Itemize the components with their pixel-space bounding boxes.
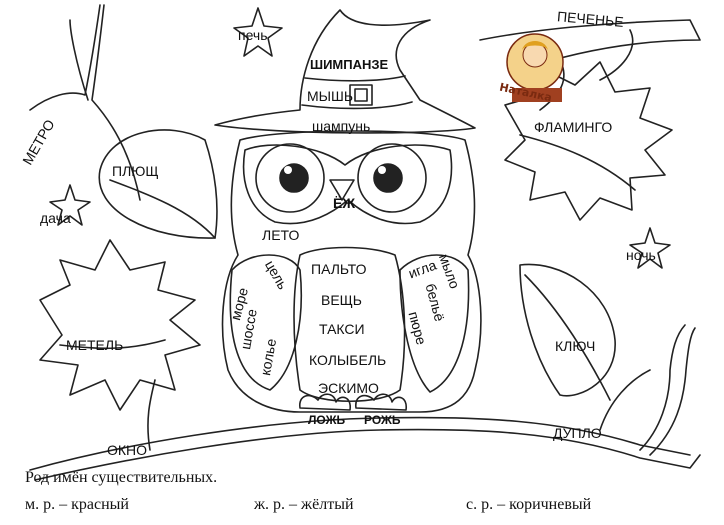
word-lozh: ЛОЖЬ: [308, 413, 346, 427]
word-eskimo: ЭСКИМО: [318, 380, 379, 396]
word-taksi: ТАКСИ: [319, 321, 365, 337]
natalka-logo: [506, 33, 564, 102]
word-klyuch: КЛЮЧ: [555, 338, 596, 354]
word-rozh: РОЖЬ: [364, 413, 401, 427]
word-palto: ПАЛЬТО: [311, 261, 367, 277]
caption-feminine: ж. р. – жёлтый: [254, 496, 354, 513]
caption-neuter: с. р. – коричневый: [466, 496, 592, 513]
word-mysh: МЫШЬ: [307, 88, 354, 104]
word-okno: ОКНО: [107, 442, 148, 458]
word-flamingo: ФЛАМИНГО: [534, 119, 613, 135]
word-dacha: дача: [40, 210, 71, 226]
word-metel: МЕТЕЛЬ: [66, 337, 124, 353]
word-ezh: ЁЖ: [333, 195, 356, 211]
word-kolybel: КОЛЫБЕЛЬ: [309, 352, 387, 368]
word-shimpanze: ШИМПАНЗЕ: [310, 57, 389, 72]
word-veshch: ВЕЩЬ: [321, 292, 362, 308]
word-plyushch: ПЛЮЩ: [112, 163, 159, 179]
caption-masculine: м. р. – красный: [25, 496, 129, 513]
word-pech: печь: [238, 27, 268, 43]
caption-title: Род имён существительных.: [25, 469, 218, 486]
word-duplo: ДУПЛО: [553, 425, 602, 441]
word-leto: ЛЕТО: [262, 227, 300, 243]
word-shampun: шампунь: [312, 118, 371, 134]
word-noch: ночь: [626, 247, 656, 263]
